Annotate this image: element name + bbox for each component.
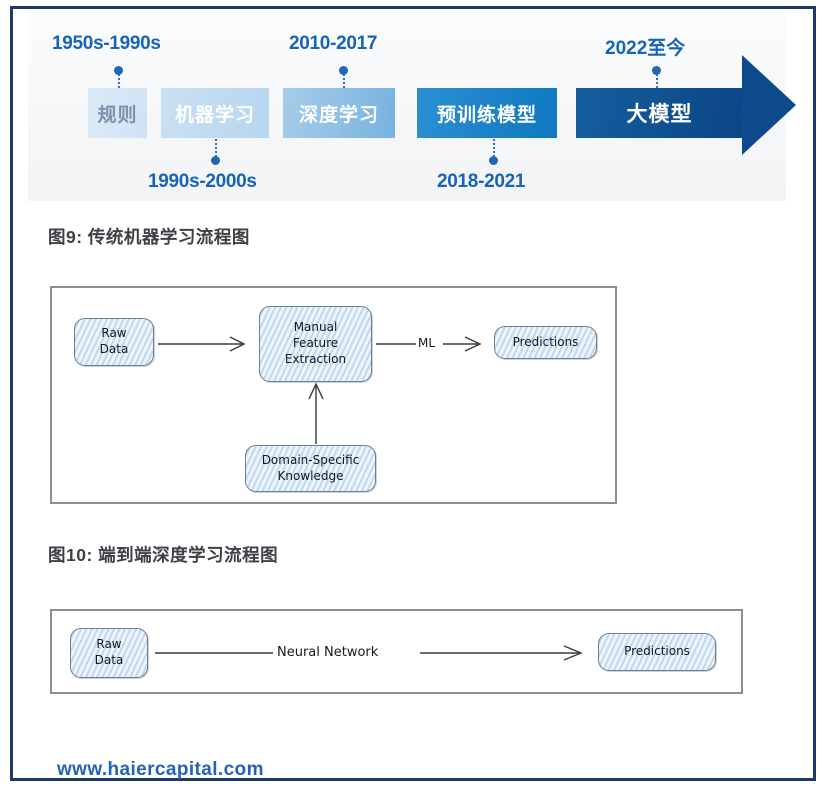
node-raw-data: Raw Data <box>70 628 148 678</box>
stage-label-machine-learning: 机器学习 <box>174 104 255 126</box>
connector-dot-2 <box>211 156 220 165</box>
node-mfe-line-2: Feature <box>292 336 339 351</box>
arrow-raw-to-predictions-icon <box>155 645 583 661</box>
era-label-1950s-1990s: 1950s-1990s <box>52 33 161 54</box>
node-predictions-line-1: Predictions <box>624 644 690 659</box>
node-raw-data: Raw Data <box>74 318 154 366</box>
connector-line-2 <box>215 139 219 157</box>
connector-dot-3 <box>339 66 348 75</box>
node-dsk-line-1: Domain-Specific <box>261 452 360 467</box>
connector-dot-1 <box>114 66 123 75</box>
era-label-2018-2021: 2018-2021 <box>437 171 526 192</box>
era-label-2010-2017: 2010-2017 <box>289 33 378 54</box>
figure10-diagram: Raw Data Neural Network Predictions <box>50 609 743 694</box>
node-raw-data-line-1: Raw <box>101 326 127 341</box>
figure9-diagram: Raw Data Manual Feature Extraction ML Pr… <box>50 286 617 504</box>
connector-line-4 <box>493 139 497 157</box>
timeline-stage-large-model[interactable]: 大模型 <box>576 88 743 138</box>
arrow-head-icon <box>742 55 796 155</box>
node-mfe-line-1: Manual <box>293 320 338 335</box>
stage-label-rules: 规则 <box>97 104 138 126</box>
edge-label-ml: ML <box>418 336 436 350</box>
node-predictions: Predictions <box>494 326 597 359</box>
node-raw-data-line-2: Data <box>99 342 129 356</box>
node-raw-data-line-2: Data <box>94 653 124 667</box>
timeline-stage-pretrained-model[interactable]: 预训练模型 <box>417 88 557 138</box>
stage-label-large-model: 大模型 <box>626 103 693 126</box>
figure10-caption: 图10: 端到端深度学习流程图 <box>48 545 279 565</box>
connector-line-5 <box>656 74 660 92</box>
node-domain-specific-knowledge: Domain-Specific Knowledge <box>245 445 376 492</box>
arrow-feature-to-predictions-icon <box>376 336 482 352</box>
edge-label-neural-network: Neural Network <box>277 645 379 660</box>
stage-label-deep-learning: 深度学习 <box>298 104 379 126</box>
ai-evolution-timeline: 1950s-1990s 2010-2017 2022至今 1990s-2000s… <box>28 11 796 201</box>
page-border: 1950s-1990s 2010-2017 2022至今 1990s-2000s… <box>10 6 816 781</box>
timeline-stage-rules[interactable]: 规则 <box>88 88 147 138</box>
connector-line-1 <box>118 74 122 92</box>
node-predictions-line-1: Predictions <box>512 334 579 349</box>
era-label-1990s-2000s: 1990s-2000s <box>148 171 257 192</box>
node-predictions: Predictions <box>598 633 716 671</box>
timeline-stage-machine-learning[interactable]: 机器学习 <box>161 88 269 138</box>
footer-website-url[interactable]: www.haiercapital.com <box>57 759 264 780</box>
figure9-caption: 图9: 传统机器学习流程图 <box>48 227 250 247</box>
node-manual-feature-extraction: Manual Feature Extraction <box>259 306 372 382</box>
node-raw-data-line-1: Raw <box>96 637 122 652</box>
connector-line-3 <box>343 74 347 92</box>
node-mfe-line-3: Extraction <box>284 351 347 366</box>
timeline-stage-deep-learning[interactable]: 深度学习 <box>283 88 395 138</box>
era-label-2022-present: 2022至今 <box>605 38 686 59</box>
stage-label-pretrained-model: 预训练模型 <box>436 104 537 126</box>
node-dsk-line-2: Knowledge <box>277 468 344 483</box>
arrow-raw-to-feature-icon <box>158 336 246 352</box>
arrow-knowledge-to-feature-icon <box>308 382 324 444</box>
connector-dot-5 <box>652 66 661 75</box>
connector-dot-4 <box>489 156 498 165</box>
